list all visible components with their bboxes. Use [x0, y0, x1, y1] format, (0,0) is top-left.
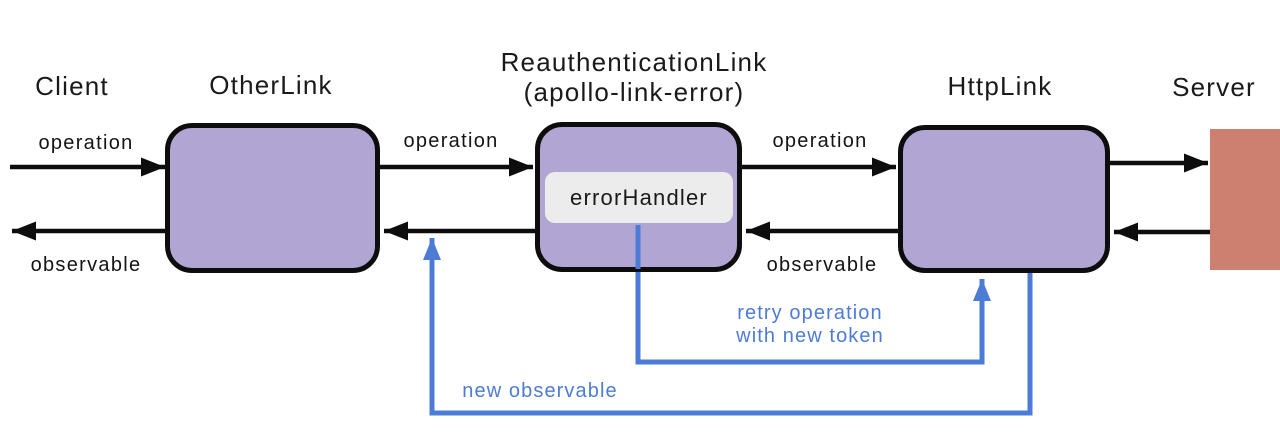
httplink-box	[898, 125, 1110, 273]
new-observable-path	[423, 238, 1033, 416]
edge-label-http-reauth-observable: observable	[766, 254, 878, 276]
new-observable-label: new observable	[462, 380, 618, 402]
retry-operation-label: retry operation with new token	[736, 302, 884, 348]
edge-label-client-operation: operation	[38, 132, 134, 154]
otherlink-title: OtherLink	[209, 70, 333, 100]
server-box	[1210, 129, 1280, 270]
edge-label-client-observable: observable	[30, 254, 142, 276]
server-title: Server	[1172, 72, 1256, 102]
otherlink-box	[165, 123, 380, 273]
retry-operation-label-line2: with new token	[736, 325, 884, 347]
retry-operation-label-line1: retry operation	[737, 302, 883, 324]
edge-label-other-reauth-operation: operation	[403, 130, 499, 152]
reauthenticationlink-title-line1: ReauthenticationLink	[500, 47, 768, 77]
errorhandler-box: errorHandler	[545, 172, 733, 223]
retry-operation-path	[635, 225, 991, 365]
edge-label-reauth-http-operation: operation	[772, 130, 868, 152]
errorhandler-label: errorHandler	[570, 184, 708, 210]
client-title: Client	[35, 71, 109, 101]
reauthenticationlink-title-line2: (apollo-link-error)	[523, 77, 745, 107]
httplink-title: HttpLink	[947, 71, 1053, 101]
reauthenticationlink-title: ReauthenticationLink (apollo-link-error)	[501, 47, 768, 107]
